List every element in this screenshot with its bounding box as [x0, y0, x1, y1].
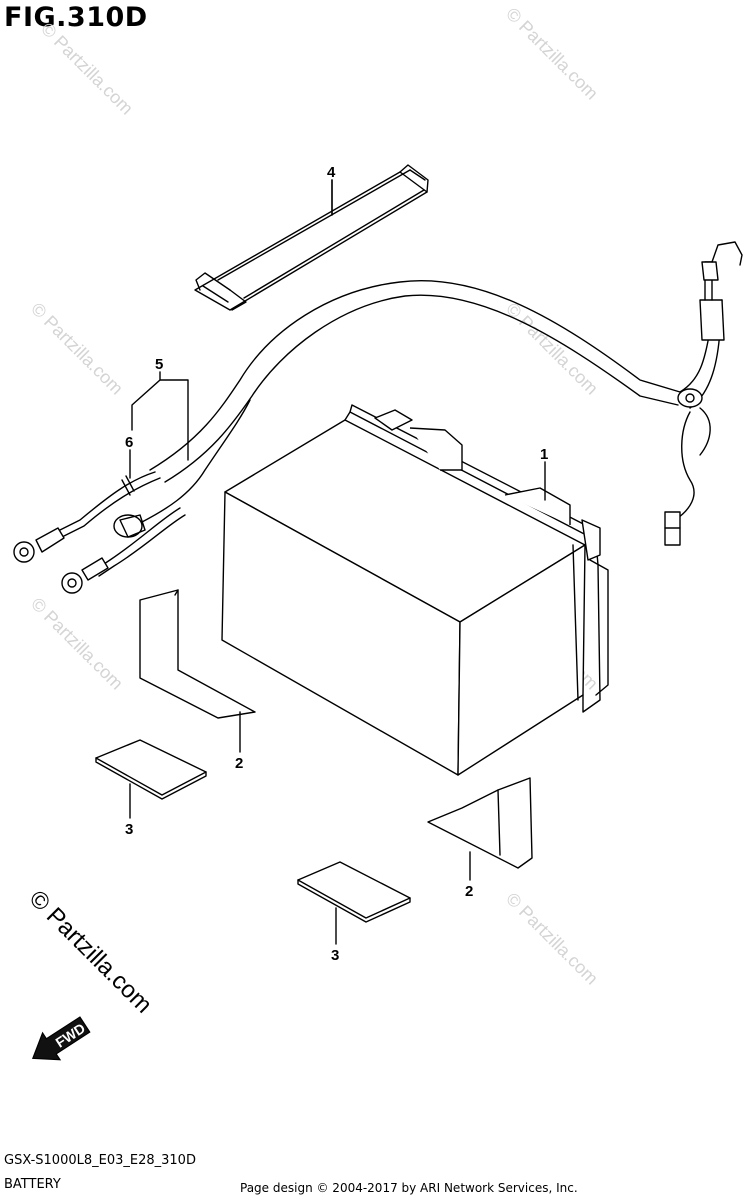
- battery-pad-right: [427, 777, 533, 869]
- callouts: 4 1 5 6 2 3 2 3: [125, 164, 548, 964]
- watermark: © Partzilla.com: [27, 594, 127, 694]
- callout-2-left: 2: [235, 755, 243, 772]
- callout-3-right: 3: [331, 947, 339, 964]
- callout-6: 6: [125, 434, 133, 451]
- watermark: © Partzilla.com: [502, 299, 602, 399]
- watermark-main: © Partzilla.com: [24, 885, 157, 1018]
- callout-3-left: 3: [125, 821, 133, 838]
- callout-4: 4: [327, 164, 336, 181]
- watermark: © Partzilla.com: [27, 299, 127, 399]
- battery: [221, 404, 609, 776]
- callout-1: 1: [540, 446, 548, 463]
- callout-5: 5: [155, 356, 163, 373]
- leader-lines: [129, 179, 546, 945]
- section-name: BATTERY: [4, 1177, 61, 1192]
- battery-sheet-right: [297, 861, 411, 923]
- callout-2-right: 2: [465, 883, 473, 900]
- battery-sheet-left: [95, 739, 207, 800]
- watermark: © Partzilla.com: [502, 4, 602, 104]
- watermark: © Partzilla.com: [37, 19, 137, 119]
- figure-title: FIG.310D: [4, 2, 148, 33]
- fwd-arrow-icon: FWD: [31, 1016, 91, 1061]
- battery-pad-left: [139, 589, 256, 719]
- battery-strap: [194, 164, 429, 311]
- battery-wire-harness: [13, 241, 743, 594]
- page-credit: Page design © 2004-2017 by ARI Network S…: [240, 1181, 578, 1195]
- watermark: © Partzilla.com: [502, 889, 602, 989]
- model-code: GSX-S1000L8_E03_E28_310D: [4, 1153, 196, 1168]
